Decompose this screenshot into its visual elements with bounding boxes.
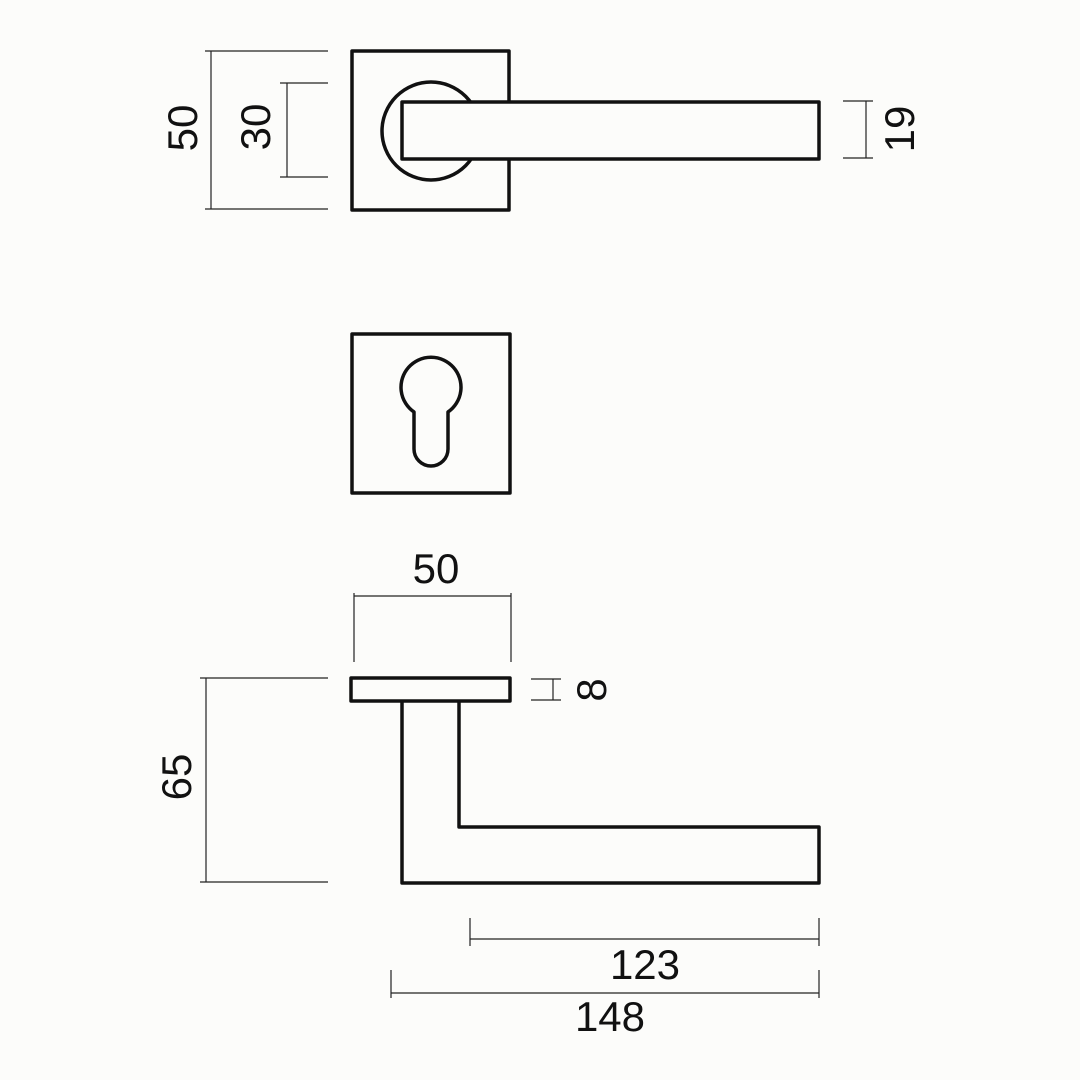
square-escutcheon — [350, 332, 512, 495]
dimension-label: 8 — [568, 678, 615, 701]
top-view: 50 30 19 — [159, 49, 923, 212]
dimension-label: 50 — [413, 545, 460, 592]
dimension-label: 123 — [610, 941, 680, 988]
dimension-rosette-diameter: 30 — [232, 82, 328, 178]
side-view: 50 8 65 123 148 — [153, 545, 821, 1040]
dimension-label: 65 — [153, 754, 200, 801]
dimension-label: 30 — [232, 104, 279, 151]
dimension-lever-width: 19 — [843, 100, 923, 159]
lever-profile — [400, 701, 821, 885]
dimension-rose-width: 50 — [353, 545, 512, 662]
keyhole-icon — [399, 355, 463, 468]
dimension-label: 50 — [159, 105, 206, 152]
dimension-projection: 65 — [153, 677, 328, 883]
dimension-label: 148 — [575, 993, 645, 1040]
dimension-rose-thickness: 8 — [531, 678, 615, 702]
lever-handle — [400, 100, 821, 161]
dimension-rose-height: 50 — [159, 50, 328, 210]
dimension-lever-total-length: 148 — [390, 970, 820, 1040]
rose-profile — [349, 676, 512, 703]
dimension-lever-inner-length: 123 — [469, 918, 820, 988]
escutcheon-view — [350, 332, 512, 495]
dimension-label: 19 — [876, 106, 923, 153]
